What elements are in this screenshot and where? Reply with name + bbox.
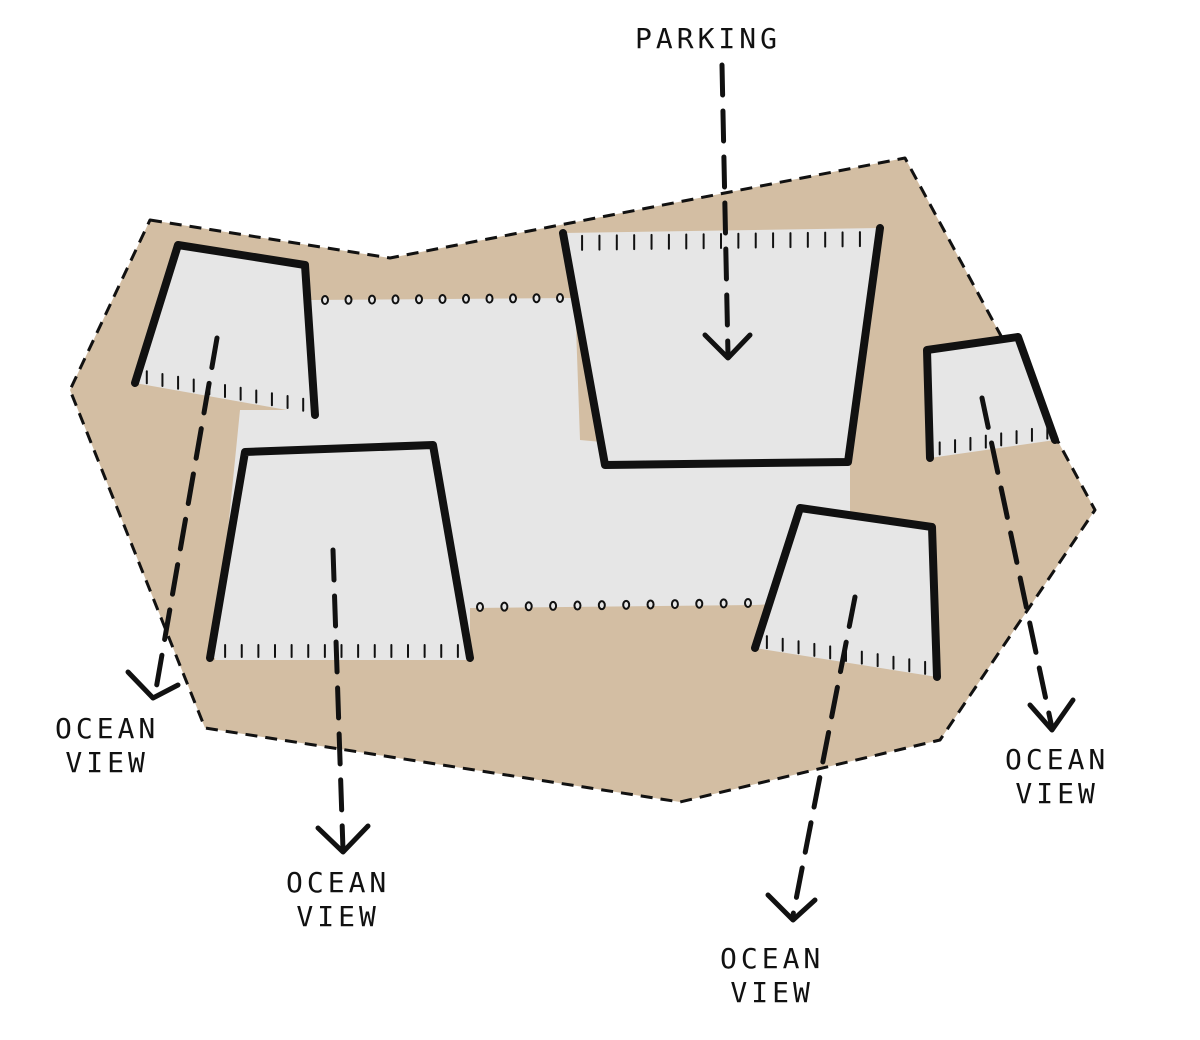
- arrows: [125, 62, 1076, 923]
- building-lower-right: [755, 508, 937, 677]
- parking-arrowhead: [702, 332, 753, 361]
- parking-arrow-shaft: [719, 62, 731, 358]
- view-arrowhead-1: [125, 669, 181, 701]
- colonnade-dot: [524, 601, 533, 612]
- ocean-view-label-3-line1: OCEAN: [720, 942, 825, 975]
- colonnade-dot: [415, 294, 423, 305]
- colonnade-dot: [549, 600, 558, 611]
- building-mid-left-outline: [206, 441, 474, 662]
- colonnade-dot: [573, 600, 582, 611]
- building-top-left-outline: [131, 241, 319, 419]
- colonnade-dot: [646, 599, 655, 610]
- building-top-left: [135, 245, 315, 415]
- view-arrowhead-2: [315, 823, 371, 855]
- colonnade-dot: [509, 293, 517, 304]
- ocean-view-label-4-line2: VIEW: [1015, 777, 1099, 810]
- colonnade-dot: [368, 294, 376, 305]
- parking-label: PARKING: [635, 22, 782, 55]
- colonnade-dot: [695, 598, 704, 609]
- view-arrowhead-4: [1027, 697, 1076, 733]
- colonnade-dot: [321, 295, 329, 305]
- ocean-view-label-2: OCEAN VIEW: [286, 866, 390, 934]
- colonnade-dot: [532, 293, 541, 304]
- ocean-view-label-3-line2: VIEW: [730, 976, 814, 1009]
- ocean-view-label-1: OCEAN VIEW: [55, 712, 159, 780]
- colonnade-dot: [500, 601, 509, 612]
- colonnade-dot: [476, 602, 484, 612]
- building-far-right: [927, 337, 1055, 458]
- colonnade-dot: [744, 598, 752, 608]
- ocean-view-label-4-line1: OCEAN: [1005, 743, 1110, 776]
- ocean-view-label-3: OCEAN VIEW: [720, 942, 824, 1010]
- colonnade-dot: [438, 294, 447, 304]
- colonnade-dots: [321, 293, 752, 612]
- view-arrowhead-3: [765, 892, 818, 923]
- colonnade-dot: [597, 600, 606, 611]
- colonnade-dot: [719, 598, 728, 609]
- colonnade-dot: [462, 293, 470, 304]
- view-arrow-shaft-2: [330, 547, 346, 853]
- colonnade-dot: [622, 599, 631, 610]
- view-arrow-shaft-1: [152, 335, 220, 698]
- colonnade-dot: [670, 599, 679, 610]
- building-far-right-outline: [923, 333, 1059, 462]
- view-arrow-shaft-3: [790, 594, 858, 918]
- ocean-view-label-1-line1: OCEAN: [55, 712, 160, 745]
- ocean-view-label-2-line1: OCEAN: [286, 866, 391, 899]
- ocean-view-label-1-line2: VIEW: [65, 746, 149, 779]
- colonnade-dot: [485, 293, 494, 304]
- glazing-ticks: [145, 231, 1049, 675]
- building-lower-right-outline: [751, 504, 941, 681]
- building-parking-outline: [559, 224, 884, 469]
- building-mid-left: [210, 445, 470, 658]
- view-arrow-shaft-4: [979, 395, 1055, 731]
- colonnade-dot: [344, 294, 353, 305]
- ocean-view-label-2-line2: VIEW: [296, 900, 380, 933]
- ocean-view-label-4: OCEAN VIEW: [1005, 743, 1109, 811]
- colonnade-dot: [556, 293, 564, 303]
- building-parking: [563, 228, 880, 465]
- colonnade-dot: [391, 294, 400, 305]
